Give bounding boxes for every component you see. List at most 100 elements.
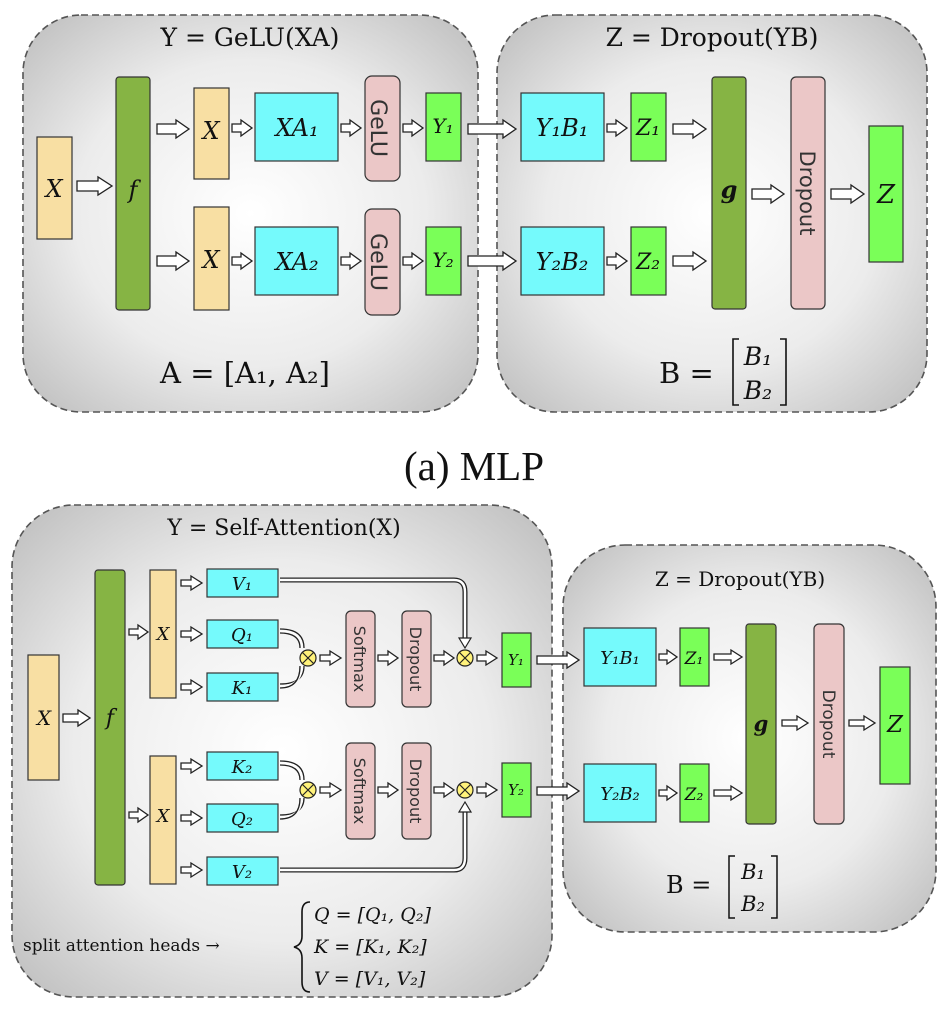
mlp-z1-box: [630, 92, 667, 162]
v-definition: V = [V₁, V₂]: [314, 968, 426, 990]
mlp-xa2-label: XA₂: [273, 248, 318, 276]
mlp-y1-box: [425, 92, 462, 162]
attn-q2-label: Q₂: [231, 809, 253, 830]
attn-y1-box: [501, 632, 532, 688]
arrow-icon: [340, 118, 363, 138]
attn-b-right-bracket: [771, 855, 778, 919]
arrow-icon: [433, 781, 456, 799]
attn-z2-box: [679, 763, 710, 823]
attn-input-x-label: X: [35, 706, 52, 730]
attn-left-title: Y = Self-Attention(X): [166, 516, 400, 541]
attn-k1-box: [206, 672, 279, 702]
attn-z1-label: Z₁: [684, 649, 704, 669]
attn-v1-label: V₁: [232, 574, 252, 595]
arrow-icon: [319, 649, 343, 667]
q-definition: Q = [Q₁, Q₂]: [314, 904, 431, 926]
arrow-icon: [467, 250, 518, 272]
multiply-icon-cross: [459, 784, 471, 796]
mlp-b-left-bracket: [732, 338, 739, 406]
attn-y1-label: Y₁: [508, 651, 524, 669]
attn-q1-label: Q₁: [231, 625, 253, 646]
arrow-icon: [76, 175, 114, 197]
mlp-z2-box: [630, 226, 667, 296]
multiply-icon-cross: [302, 652, 314, 664]
attn-softmax1-label: Softmax: [350, 626, 369, 692]
attn-k2-box: [206, 751, 279, 781]
attn-softmax1-box: [345, 610, 376, 708]
arrow-icon: [476, 781, 499, 799]
mlp-y2b2-label: Y₂B₂: [536, 248, 589, 276]
mlp-xa2-box: [254, 226, 339, 296]
mlp-b-lhs: B =: [659, 356, 714, 390]
attn-z1-box: [679, 627, 710, 687]
attn-dropout-right-box: [813, 623, 845, 825]
arrow-icon: [62, 708, 92, 728]
arrow-icon: [830, 183, 866, 205]
attn-b-lhs: B =: [666, 871, 711, 899]
arrow-icon: [781, 714, 810, 732]
attn-y1b1-box: [583, 627, 657, 687]
mlp-gelu2-box: [364, 208, 401, 316]
attn-z-out-label: Z: [886, 712, 904, 738]
mlp-x1-label: X: [200, 117, 220, 145]
arrow-icon: [658, 784, 679, 802]
attn-z-out-box: [879, 666, 911, 785]
arrow-icon: [231, 118, 254, 138]
arrow-icon: [180, 809, 204, 827]
attn-softmax2-box: [345, 742, 376, 840]
arrow-icon: [231, 251, 254, 271]
mlp-g-label: g: [721, 175, 738, 204]
mlp-f-block: [115, 76, 151, 311]
attn-q2-box: [206, 803, 279, 833]
attn-x2-box: [149, 755, 177, 885]
arrow-icon: [402, 251, 425, 271]
attn-k1-label: K₁: [231, 678, 253, 699]
attn-z2-label: Z₂: [684, 785, 704, 805]
mlp-y1b1-box: [520, 92, 605, 162]
mlp-dropout-label: Dropout: [795, 151, 819, 236]
arrow-icon: [340, 251, 363, 271]
mlp-y1b1-label: Y₁B₁: [536, 114, 589, 142]
arrow-icon: [402, 118, 425, 138]
mlp-a-formula: A = [A₁, A₂]: [159, 356, 330, 390]
attn-v2-box: [206, 856, 279, 886]
attn-b-top: B₁: [740, 860, 765, 884]
split-heads-brace: [293, 901, 311, 993]
arrow-icon: [180, 861, 204, 879]
mlp-x1-box: [193, 87, 230, 180]
mlp-input-x-box: [36, 136, 73, 240]
mlp-z2-label: Z₂: [635, 250, 660, 275]
attn-y1b1-label: Y₁B₁: [600, 648, 640, 669]
attn-y2-box: [501, 762, 532, 818]
attn-v2-label: V₂: [232, 862, 252, 883]
arrow-icon: [319, 781, 343, 799]
arrow-icon: [658, 648, 679, 666]
arrow-icon: [433, 649, 456, 667]
mlp-xa1-box: [254, 92, 339, 162]
mlp-b-bottom: B₂: [743, 376, 772, 405]
mlp-right-title: Z = Dropout(YB): [606, 23, 819, 52]
mlp-xa1-label: XA₁: [273, 114, 318, 142]
mlp-x2-label: X: [200, 246, 220, 274]
mlp-x2-box: [193, 206, 230, 311]
attn-x1-box: [149, 569, 177, 699]
mlp-dropout-box: [790, 76, 826, 310]
attn-x2-label: X: [155, 806, 171, 827]
mlp-gelu1-label: GeLU: [365, 99, 390, 157]
arrow-icon: [180, 678, 204, 696]
k-definition: K = [K₁, K₂]: [313, 936, 427, 958]
v1-connector: [280, 577, 473, 650]
mlp-input-x-label: X: [43, 175, 63, 203]
attn-g-block: [745, 623, 777, 825]
arrow-icon: [713, 784, 744, 802]
attn-q1-box: [206, 619, 279, 649]
attn-dropout2-label: Dropout: [406, 759, 425, 824]
attn-input-x-box: [27, 654, 60, 781]
attn-b-bottom: B₂: [740, 892, 765, 916]
mlp-y2-label: Y₂: [432, 248, 453, 272]
attn-g-label: g: [754, 711, 769, 736]
attention-diagram: Y = Self-Attention(X) Z = Dropout(YB) X …: [11, 504, 937, 998]
attn-b-left-bracket: [728, 855, 735, 919]
attn-v1-box: [206, 568, 279, 598]
